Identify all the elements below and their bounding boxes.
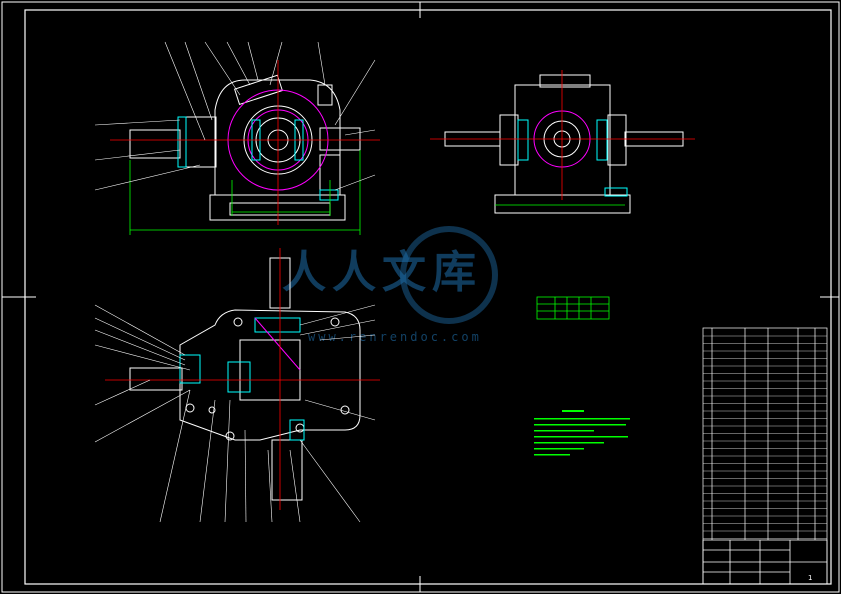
front-view-hatch bbox=[177, 116, 339, 201]
title-block-sheet-number: 1 bbox=[808, 574, 812, 582]
side-view-centerlines bbox=[430, 70, 695, 200]
front-view bbox=[129, 74, 361, 221]
watermark-logo-circle bbox=[400, 226, 498, 324]
side-view bbox=[444, 74, 684, 214]
watermark-logo: 人人文库 bbox=[282, 247, 482, 298]
section-view bbox=[129, 257, 361, 501]
section-view-centerlines bbox=[105, 248, 380, 510]
side-view-hatch bbox=[517, 119, 628, 197]
section-view-hatch bbox=[179, 317, 305, 441]
front-view-dimensions bbox=[129, 150, 361, 235]
sheet-inner-border bbox=[24, 9, 832, 585]
front-view-centerlines bbox=[110, 60, 380, 225]
title-block bbox=[702, 539, 828, 585]
parts-list-rows bbox=[703, 335, 827, 539]
section-view-gear bbox=[254, 317, 301, 371]
front-view-leaders bbox=[94, 41, 376, 191]
watermark-site: www.renrendoc.com bbox=[308, 330, 482, 344]
gear-parameter-table bbox=[536, 296, 610, 320]
section-view-leaders bbox=[94, 304, 376, 523]
technical-requirements-notes bbox=[534, 410, 630, 456]
